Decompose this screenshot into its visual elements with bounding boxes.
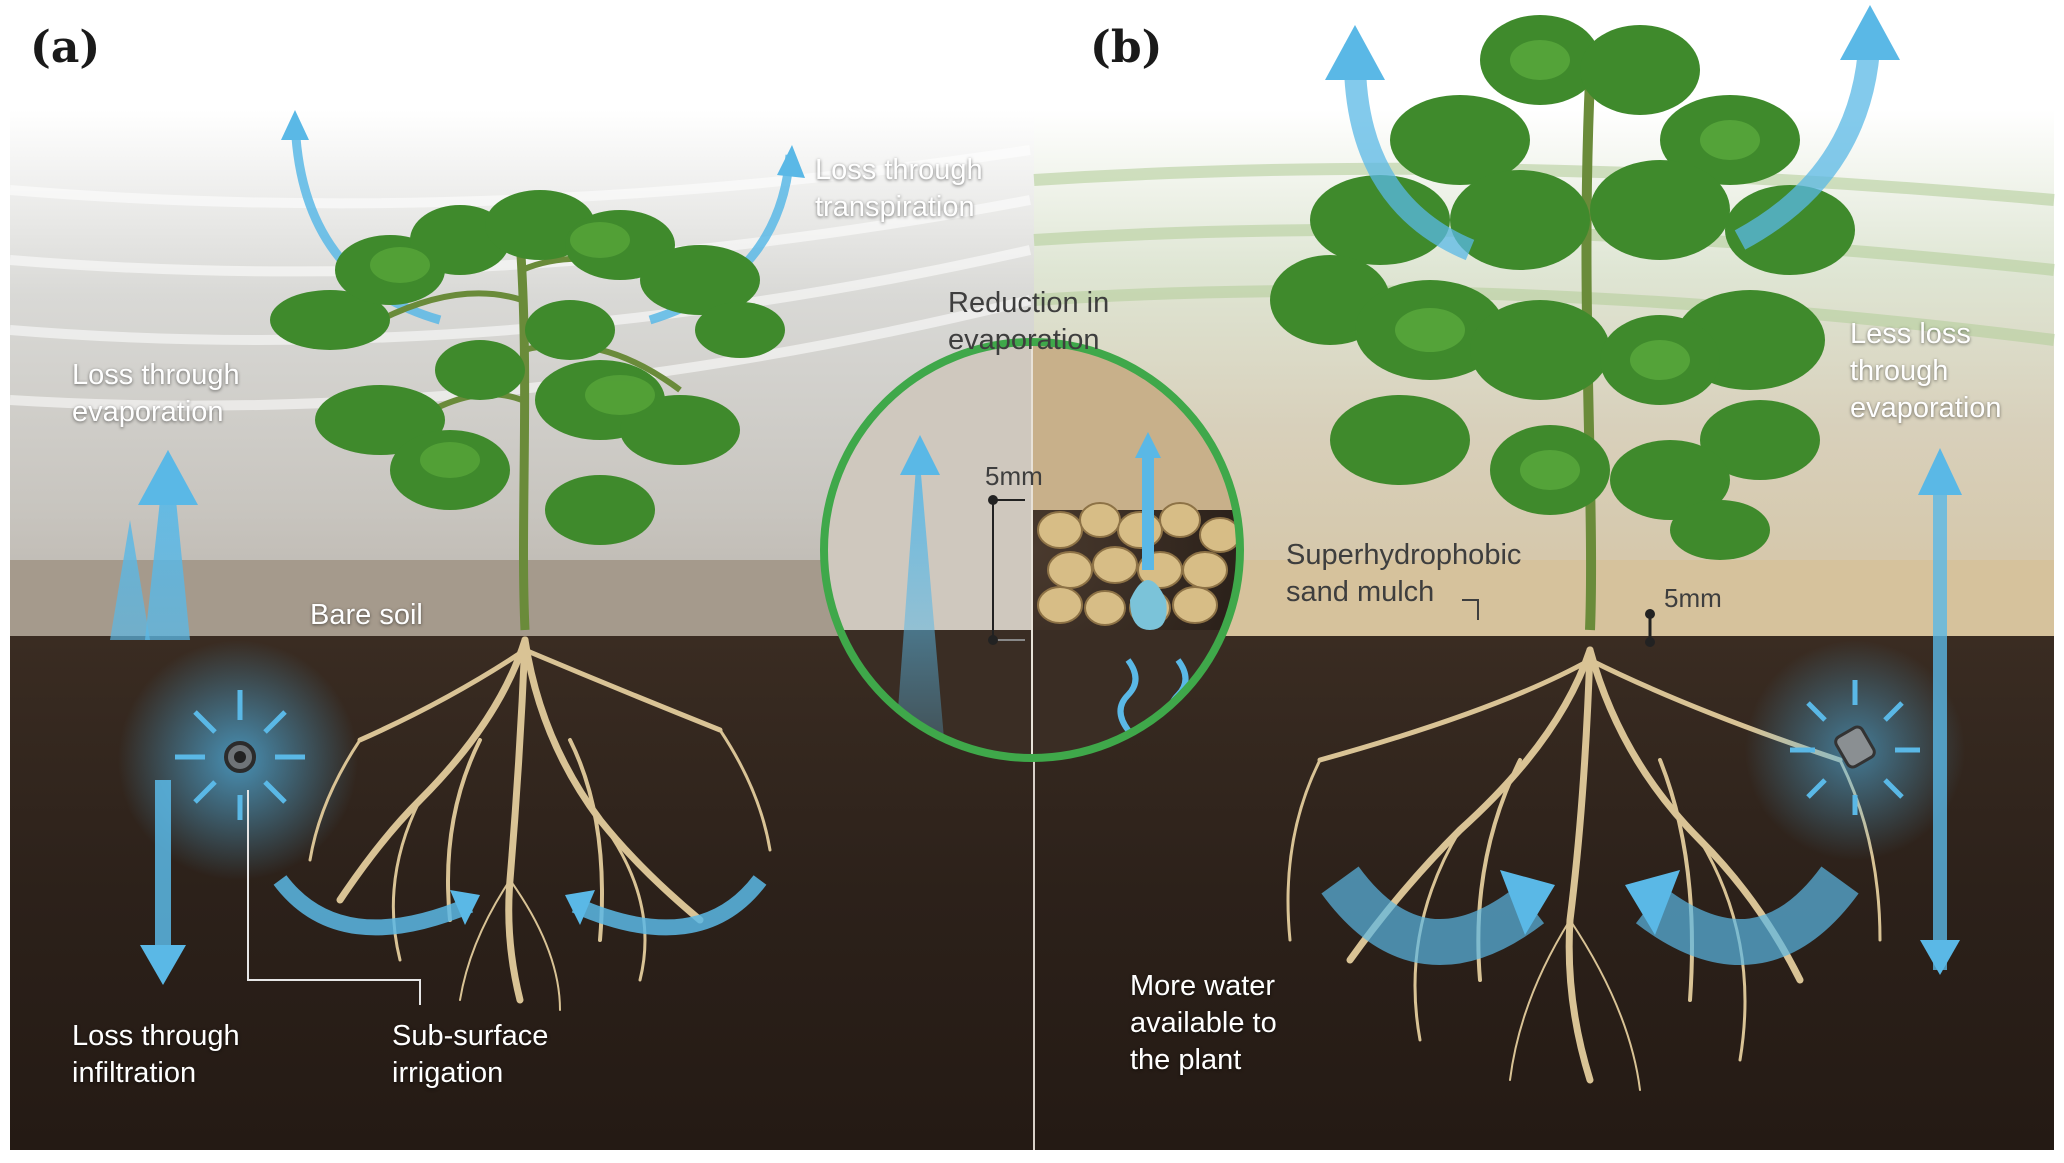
label-mulch-depth: 5mm — [1664, 583, 1722, 613]
label-loss-transpiration: Loss through transpiration — [815, 154, 983, 223]
transpiration-arrows-b — [1325, 5, 1900, 261]
water-flow-arrows-b — [1321, 866, 1859, 966]
label-loss-evaporation: Loss through evaporation — [72, 359, 240, 428]
evaporation-arrow-a — [138, 450, 198, 505]
label-less-loss: Less loss through evaporation — [1850, 318, 2002, 424]
panel-label-a: (a) — [30, 22, 101, 73]
plant-b — [1270, 15, 1855, 631]
label-loss-infiltration: Loss through infiltration — [72, 1020, 240, 1089]
irrigation-pipe — [224, 741, 256, 773]
plant-a — [270, 190, 785, 631]
roots-a — [308, 636, 772, 1011]
irrigation-pipe-b — [1834, 725, 1876, 769]
panel-label-b: (b) — [1090, 22, 1163, 73]
label-inset-depth: 5mm — [985, 461, 1043, 491]
label-more-water: More water available to the plant — [1130, 970, 1277, 1076]
label-sand-mulch: Superhydrophobic sand mulch — [1286, 539, 1522, 608]
label-subsurface-irrigation: Sub-surface irrigation — [392, 1020, 549, 1089]
infiltration-arrow — [140, 780, 186, 985]
water-flow-arrows-a — [273, 875, 767, 936]
irrigation-spray-arrows-b — [1790, 680, 1920, 815]
irrigation-leader-line — [247, 790, 421, 1005]
evaporation-arrow-b — [1918, 448, 1962, 975]
label-bare-soil: Bare soil — [310, 599, 423, 631]
mulch-leader-line — [1462, 599, 1479, 620]
label-reduction-evaporation: Reduction in evaporation — [948, 287, 1110, 356]
irrigation-spray-arrows — [175, 690, 305, 820]
mulch-depth-marker — [1645, 609, 1655, 647]
inset-ring — [820, 338, 1244, 762]
